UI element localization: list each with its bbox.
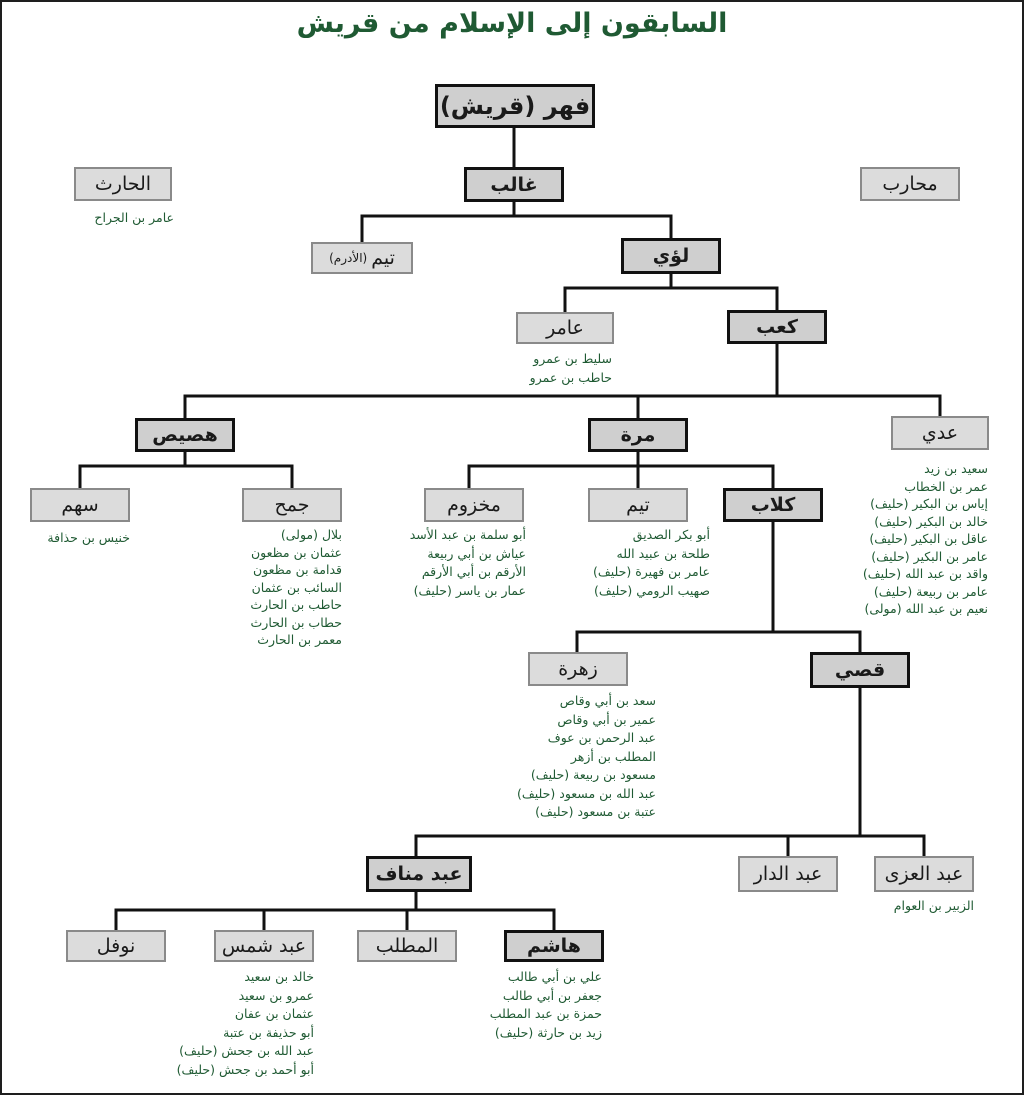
person-name: خالد بن البكير (حليف)	[874, 513, 988, 529]
connector-abd-manaf	[114, 890, 556, 932]
names-sahm: خنيس بن حذافة	[47, 529, 130, 548]
person-name: عمرو بن سعيد	[238, 987, 314, 1003]
diagram-title: السابقون إلى الإسلام من قريش	[296, 8, 728, 39]
person-name: عبد الله بن مسعود (حليف)	[516, 785, 656, 801]
connector-kaab	[183, 342, 942, 420]
person-name: عتبة بن مسعود (حليف)	[535, 804, 656, 819]
node-hashim: هاشم	[504, 930, 604, 962]
person-name: السائب بن عثمان	[251, 579, 342, 595]
node-muharib: محارب	[860, 167, 960, 201]
node-amir: عامر	[516, 312, 614, 344]
person-name: زيد بن حارثة (حليف)	[494, 1024, 602, 1040]
node-luayy: لؤي	[621, 238, 721, 274]
person-name: عمير بن أبي وقاص	[557, 711, 656, 727]
node-taym-adram: تيم (الأدرم)	[311, 242, 413, 274]
person-name: عامر بن ربيعة (حليف)	[873, 583, 988, 599]
person-name: واقد بن عبد الله (حليف)	[862, 566, 988, 581]
person-name: أبو حذيفة بن عتبة	[223, 1024, 314, 1040]
person-name: سليط بن عمرو	[533, 351, 612, 366]
names-abd-shams: خالد بن سعيد عمرو بن سعيد عثمان بن عفان أبو…	[177, 968, 314, 1079]
connector-qusayy	[414, 686, 926, 858]
person-name: بلال (مولى)	[280, 527, 342, 542]
node-zuhra: زهرة	[528, 652, 628, 686]
person-name: معمر بن الحارث	[257, 632, 342, 647]
node-muttalib: المطلب	[357, 930, 457, 962]
node-fihr: فهر (قريش)	[435, 84, 595, 128]
node-taym-adram-label: تيم	[371, 247, 395, 269]
person-name: صهيب الرومي (حليف)	[593, 582, 710, 598]
node-murra: مرة	[588, 418, 688, 452]
connector-murra	[467, 450, 775, 490]
node-taym-adram-sub: (الأدرم)	[329, 251, 368, 265]
person-name: الأرقم بن أبي الأرقم	[421, 564, 526, 579]
person-name: عمر بن الخطاب	[904, 478, 988, 494]
connector-kilab	[575, 520, 862, 654]
person-name: حمزة بن عبد المطلب	[489, 1006, 602, 1021]
names-adi: سعيد بن زيد عمر بن الخطاب إياس بن البكير (…	[863, 460, 988, 618]
node-harith: الحارث	[74, 167, 172, 201]
connector-luayy	[563, 272, 779, 314]
person-name: عامر بن الجراح	[94, 210, 174, 225]
person-name: إياس بن البكير (حليف)	[870, 496, 988, 511]
person-name: عامر بن البكير (حليف)	[871, 548, 988, 564]
node-sahm: سهم	[30, 488, 130, 522]
person-name: المطلب بن أزهر	[570, 748, 656, 764]
node-nawfal: نوفل	[66, 930, 166, 962]
person-name: عمار بن ياسر (حليف)	[413, 582, 526, 598]
person-name: أبو سلمة بن عبد الأسد	[409, 527, 526, 542]
names-abd-aluzza: الزبير بن العوام	[894, 897, 974, 916]
person-name: عياش بن أبي ربيعة	[427, 545, 526, 561]
person-name: علي بن أبي طالب	[507, 969, 602, 984]
person-name: خالد بن سعيد	[244, 969, 314, 984]
node-kaab: كعب	[727, 310, 827, 344]
person-name: عامر بن فهيرة (حليف)	[592, 564, 710, 579]
person-name: حاطب بن عمرو	[529, 369, 612, 385]
connector-ghalib	[360, 200, 673, 244]
connector-husays	[78, 450, 294, 490]
person-name: أبو أحمد بن جحش (حليف)	[176, 1061, 314, 1077]
person-name: خنيس بن حذافة	[47, 530, 130, 545]
node-abd-aldar: عبد الدار	[738, 856, 838, 892]
node-ghalib: غالب	[464, 167, 564, 202]
node-abd-shams: عبد شمس	[214, 930, 314, 962]
person-name: مسعود بن ربيعة (حليف)	[530, 767, 656, 782]
person-name: عثمان بن عفان	[234, 1006, 314, 1021]
node-abd-manaf: عبد مناف	[366, 856, 472, 892]
person-name: نعيم بن عبد الله (مولى)	[864, 601, 988, 616]
person-name: حطاب بن الحارث	[250, 614, 342, 630]
names-makhzum: أبو سلمة بن عبد الأسد عياش بن أبي ربيعة ال…	[410, 526, 526, 600]
person-name: سعد بن أبي وقاص	[559, 693, 656, 708]
person-name: حاطب بن الحارث	[250, 597, 342, 612]
person-name: قدامة بن مظعون	[253, 562, 342, 577]
node-makhzum: مخزوم	[424, 488, 524, 522]
node-jumah: جمح	[242, 488, 342, 522]
person-name: عبد الرحمن بن عوف	[547, 730, 656, 745]
names-taym: أبو بكر الصديق طلحة بن عبيد الله عامر بن ف…	[593, 526, 710, 600]
names-harith: عامر بن الجراح	[94, 209, 174, 228]
person-name: أبو بكر الصديق	[632, 527, 710, 542]
node-adi: عدي	[891, 416, 989, 450]
person-name: سعيد بن زيد	[924, 461, 988, 476]
node-qusayy: قصي	[810, 652, 910, 688]
person-name: طلحة بن عبيد الله	[616, 545, 710, 561]
node-husays: هصيص	[135, 418, 235, 452]
person-name: عثمان بن مظعون	[250, 544, 342, 560]
person-name: عبد الله بن جحش (حليف)	[179, 1043, 314, 1058]
person-name: جعفر بن أبي طالب	[502, 987, 602, 1003]
names-hashim: علي بن أبي طالب جعفر بن أبي طالب حمزة بن ع…	[490, 968, 602, 1042]
names-zuhra: سعد بن أبي وقاص عمير بن أبي وقاص عبد الرحم…	[517, 692, 656, 822]
node-kilab: كلاب	[723, 488, 823, 522]
person-name: عاقل بن البكير (حليف)	[869, 531, 988, 546]
person-name: الزبير بن العوام	[893, 898, 974, 913]
node-taym: تيم	[588, 488, 688, 522]
names-amir: سليط بن عمرو حاطب بن عمرو	[530, 350, 612, 387]
names-jumah: بلال (مولى) عثمان بن مظعون قدامة بن مظعون ا…	[250, 526, 342, 649]
node-abd-aluzza: عبد العزى	[874, 856, 974, 892]
